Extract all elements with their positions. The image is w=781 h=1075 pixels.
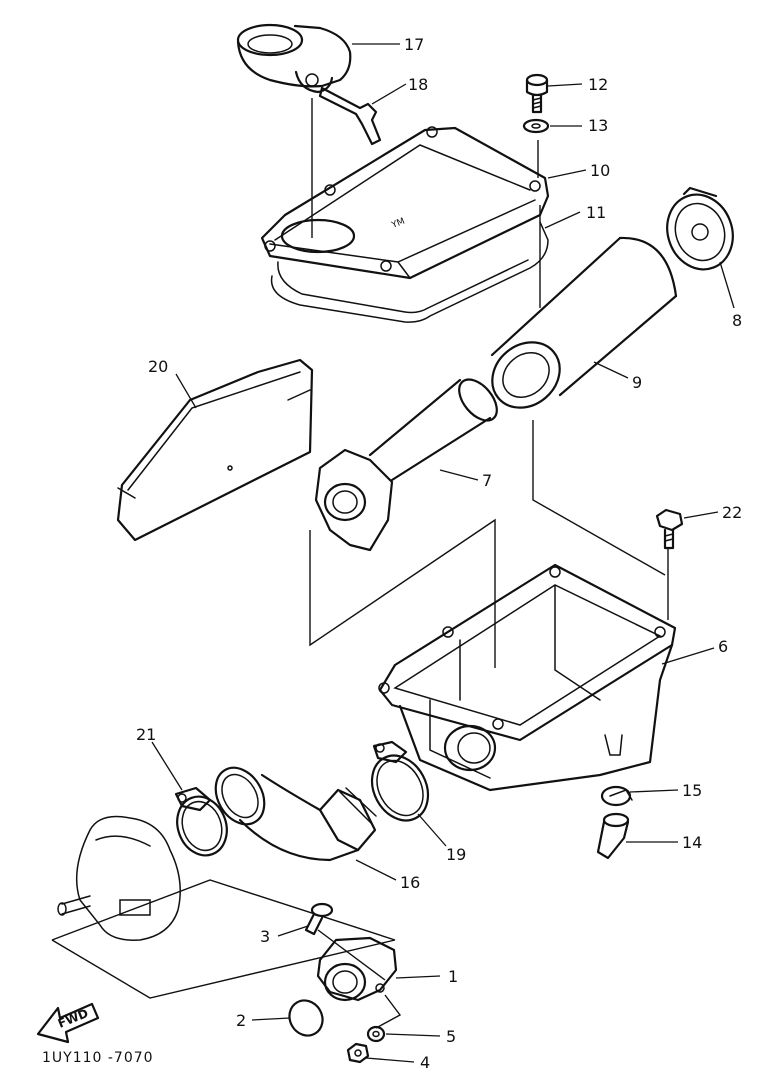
part-20-side-cover bbox=[116, 358, 314, 542]
callout-19: 19 bbox=[446, 845, 466, 864]
part-4-nut bbox=[346, 1042, 370, 1064]
cover-marking: YM bbox=[389, 217, 406, 232]
part-9-filter-element bbox=[490, 236, 678, 409]
part-12-screw bbox=[525, 73, 549, 114]
part-22-bolt bbox=[655, 508, 684, 550]
part-17-intake-duct bbox=[236, 23, 352, 94]
callout-13: 13 bbox=[588, 116, 608, 135]
callout-1: 1 bbox=[448, 967, 458, 986]
fwd-label: FWD bbox=[56, 1006, 90, 1031]
part-6-filter-case bbox=[378, 563, 677, 792]
fwd-arrow-icon: FWD bbox=[36, 1002, 100, 1044]
callout-21: 21 bbox=[136, 725, 156, 744]
part-21-hose-clamp bbox=[174, 786, 228, 857]
callout-17: 17 bbox=[404, 35, 424, 54]
callout-5: 5 bbox=[446, 1027, 456, 1046]
callout-16: 16 bbox=[400, 873, 420, 892]
part-5-washer bbox=[366, 1025, 386, 1043]
callout-10: 10 bbox=[590, 161, 610, 180]
part-8-end-cap bbox=[666, 186, 734, 271]
callout-15: 15 bbox=[682, 781, 702, 800]
carburetor-outline bbox=[57, 815, 181, 941]
callout-9: 9 bbox=[632, 373, 642, 392]
assembly-guide-lines bbox=[51, 98, 669, 1029]
callout-14: 14 bbox=[682, 833, 702, 852]
callout-18: 18 bbox=[408, 75, 428, 94]
callout-12: 12 bbox=[588, 75, 608, 94]
part-15-clamp bbox=[600, 785, 633, 807]
part-10-top-cover: YM bbox=[260, 126, 550, 280]
part-7-filter-guide bbox=[314, 378, 498, 552]
callout-4: 4 bbox=[420, 1053, 430, 1072]
part-2-o-ring bbox=[288, 999, 324, 1037]
callout-8: 8 bbox=[732, 311, 742, 330]
callout-numbers: 17 18 12 13 10 11 8 9 20 7 22 6 15 14 19… bbox=[136, 35, 742, 1072]
part-14-drain-plug bbox=[596, 812, 630, 860]
callout-20: 20 bbox=[148, 357, 168, 376]
part-16-joint-hose bbox=[214, 766, 377, 862]
callout-7: 7 bbox=[482, 471, 492, 490]
part-13-washer bbox=[522, 118, 550, 134]
part-1-carburetor-joint bbox=[316, 936, 398, 1002]
part-19-hose-clamp bbox=[370, 740, 430, 822]
part-11-cover-gasket bbox=[270, 221, 549, 323]
callout-6: 6 bbox=[718, 637, 728, 656]
leader-lines bbox=[151, 43, 735, 1063]
callout-11: 11 bbox=[586, 203, 606, 222]
callout-2: 2 bbox=[236, 1011, 246, 1030]
callout-22: 22 bbox=[722, 503, 742, 522]
figure-code: 1UY110 -7070 bbox=[42, 1050, 154, 1066]
part-18-breather-hose bbox=[318, 86, 382, 146]
callout-3: 3 bbox=[260, 927, 270, 946]
